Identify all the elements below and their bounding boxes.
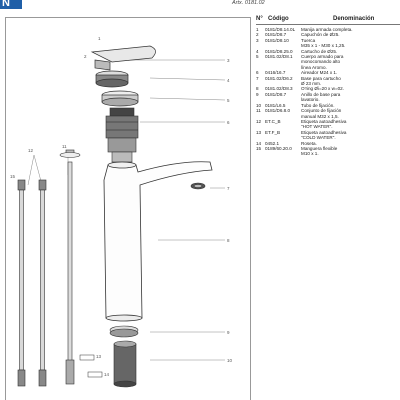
header-number: N° <box>256 16 263 22</box>
part-code: 0181/D8.25.0 <box>265 48 293 54</box>
part-description: Conjunto de fijación manual M32 x 1,5. <box>301 108 342 119</box>
brand-logo-letter: N <box>2 0 10 9</box>
part-number: 4 <box>256 48 259 54</box>
table-row: 9 0181/D8.7 Anillo de base para lavatorio. <box>256 92 400 103</box>
callout-5: 5 <box>227 98 230 103</box>
callout-numbers: 1 2 3 4 5 6 7 8 9 10 11 12 13 14 15 <box>10 36 233 377</box>
header-code: Código <box>268 16 289 22</box>
callout-15: 15 <box>10 174 16 179</box>
parts-table-header: N° Código Denominación <box>256 15 400 25</box>
base-ring-part <box>109 325 139 338</box>
part-number: 7 <box>256 75 259 81</box>
callout-8: 8 <box>227 238 230 243</box>
part-number: 14 <box>256 140 262 146</box>
part-description: O'ring Øi=20 x w=02. <box>301 86 345 92</box>
rosette-part <box>59 152 81 158</box>
flexible-hoses-part <box>17 179 47 387</box>
part-code: 0181/D8.10 <box>265 37 289 43</box>
part-description: Etiqueta autoadhesiva "COLD WATER". <box>301 129 347 141</box>
table-row: 1 0181/D8.14.0L Manija armada completa. <box>256 27 400 32</box>
part-code: ET.F_B <box>265 129 281 135</box>
table-row: 7 0181.02/D6.2 Base para cartucho Ø 23 mm. <box>256 76 400 87</box>
part-code: 0181.02/D8.3 <box>265 86 293 92</box>
part-description: Base para cartucho Ø 23 mm. <box>301 75 341 87</box>
aerator-part <box>190 182 206 190</box>
part-description: Roseta. <box>301 140 317 146</box>
callout-13: 13 <box>96 354 102 359</box>
part-number: 13 <box>256 129 262 135</box>
callout-6: 6 <box>227 120 230 125</box>
parts-table: 1 0181/D8.14.0L Manija armada completa. 2 01… <box>256 27 400 157</box>
part-description: Capuchón de Ø25. <box>301 32 340 38</box>
callout-4: 4 <box>227 78 230 83</box>
handle-part <box>90 45 156 71</box>
table-row: 5 0181.02/D8.1 Cuerpo armado para monocoma… <box>256 54 400 70</box>
part-number: 10 <box>256 102 262 108</box>
part-description: Anillo de base para lavatorio. <box>301 91 341 103</box>
part-description: Cuerpo armado para monocomando alto líne… <box>301 54 344 70</box>
callout-2: 2 <box>84 54 87 59</box>
part-code: 0452.1 <box>265 140 280 146</box>
callout-14: 14 <box>104 372 110 377</box>
table-row: 8 0181.02/D8.3 O'ring Øi=20 x w=02. <box>256 86 400 91</box>
part-description: Tuerca M35 x 1 - M30 x 1,25. <box>301 37 346 49</box>
part-description: Cartucho de Ø25. <box>301 48 338 54</box>
table-row: 3 0181/D8.10 Tuerca M35 x 1 - M30 x 1,25. <box>256 38 400 49</box>
part-number: 8 <box>256 86 259 92</box>
part-number: 11 <box>256 108 261 114</box>
part-description: Manguera flexible M10 x 1. <box>301 145 338 157</box>
part-number: 15 <box>256 145 262 151</box>
part-number: 5 <box>256 54 259 60</box>
part-number: 6 <box>256 70 259 76</box>
header-description: Denominación <box>333 16 375 22</box>
part-code: ET.C_B <box>265 118 281 124</box>
part-code: 0416/16.7 <box>265 70 286 76</box>
part-code: 0181.02/D6.2 <box>265 75 293 81</box>
part-number: 12 <box>256 118 262 124</box>
article-number: Artx. 0181.02 <box>232 0 265 6</box>
part-number: 9 <box>256 91 259 97</box>
faucet-body-part <box>103 161 213 322</box>
part-code: 0181.02/D8.1 <box>265 54 293 60</box>
nut-part <box>101 90 139 107</box>
part-number: 1 <box>256 27 259 32</box>
callout-12: 12 <box>28 148 34 153</box>
table-row: 11 0181/D6.8.0 Conjunto de fijación manual… <box>256 108 400 119</box>
callout-10: 10 <box>227 358 233 363</box>
callout-9: 9 <box>227 330 230 335</box>
cap-part <box>95 70 129 88</box>
part-description: Tubo de fijación. <box>301 102 335 108</box>
callout-1: 1 <box>98 36 101 41</box>
cartridge-part <box>105 107 139 163</box>
brand-logo: N <box>0 0 22 9</box>
drawing-frame <box>5 17 251 400</box>
part-number: 3 <box>256 37 259 43</box>
fixing-set-part <box>113 340 137 388</box>
callout-3: 3 <box>227 58 230 63</box>
part-description: Manija armada completa. <box>301 27 353 32</box>
part-code: 0181/D6.8.0 <box>265 108 291 114</box>
part-description: Aireador M24 x 1. <box>301 70 338 76</box>
table-row: 2 0181/D8.7 Capuchón de Ø25. <box>256 32 400 37</box>
table-row: 4 0181/D8.25.0 Cartucho de Ø25. <box>256 49 400 54</box>
water-labels-part <box>79 354 103 378</box>
part-code: 0181/D8.14.0L <box>265 27 296 32</box>
part-code: 0181/L6.5 <box>265 102 286 108</box>
part-number: 2 <box>256 32 259 38</box>
part-code: 0181/D8.7 <box>265 91 287 97</box>
part-description: Etiqueta autoadhesiva "HOT WATER". <box>301 118 347 130</box>
callout-11: 11 <box>62 144 67 149</box>
fixing-tube-part <box>65 149 75 385</box>
table-row: 6 0416/16.7 Aireador M24 x 1. <box>256 70 400 75</box>
part-code: 0189/60.20.0 <box>265 145 292 151</box>
part-code: 0181/D8.7 <box>265 32 287 38</box>
callout-7: 7 <box>227 186 230 191</box>
